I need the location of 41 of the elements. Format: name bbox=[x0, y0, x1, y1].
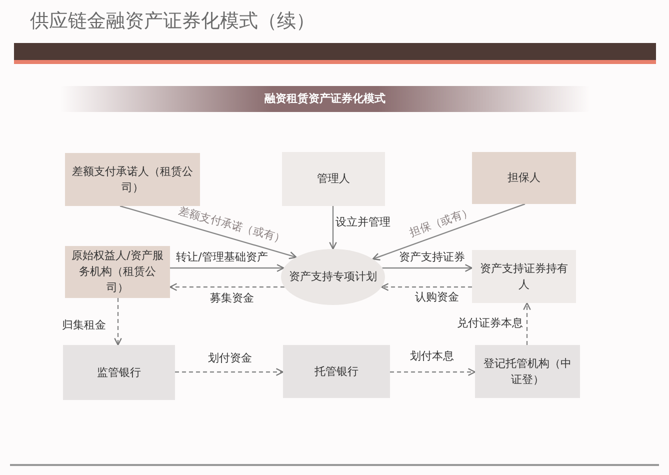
arrow bbox=[175, 368, 284, 376]
process-box bbox=[63, 345, 175, 400]
edge-label: 归集租金 bbox=[62, 318, 106, 332]
edge-label: 募集资金 bbox=[210, 290, 254, 306]
process-box bbox=[475, 345, 580, 398]
edge-label: 差额支付承诺（或有） bbox=[176, 204, 288, 246]
process-box bbox=[472, 152, 576, 204]
arrow bbox=[170, 264, 284, 272]
arrow bbox=[390, 368, 476, 376]
node-text: 原始权益人/资产服务机构（租赁公司） bbox=[70, 248, 164, 296]
node-text: 资产支持证券持有人 bbox=[479, 260, 569, 292]
arrow bbox=[523, 302, 531, 345]
edge-label: 设立并管理 bbox=[336, 214, 390, 230]
page-title: 供应链金融资产证券化模式（续） bbox=[30, 9, 315, 34]
edge-label: 兑付证券本息 bbox=[457, 316, 523, 330]
arrow bbox=[169, 283, 284, 291]
edge-label: 转让/管理基础资产 bbox=[176, 250, 268, 264]
arrow bbox=[114, 298, 122, 346]
node-text: 管理人 bbox=[316, 171, 351, 187]
arrow bbox=[329, 206, 337, 250]
process-box bbox=[283, 345, 390, 398]
arrow bbox=[380, 283, 472, 291]
node-text: 监管银行 bbox=[96, 364, 142, 380]
edge-label: 资产支持证券 bbox=[399, 250, 465, 264]
arrow bbox=[120, 205, 297, 260]
arrow bbox=[372, 203, 526, 260]
edge-label: 划付资金 bbox=[208, 350, 252, 366]
process-box bbox=[65, 246, 170, 298]
process-box bbox=[282, 152, 385, 206]
node-text: 托管银行 bbox=[314, 364, 360, 380]
node-text: 担保人 bbox=[506, 170, 542, 186]
edge-label: 划付本息 bbox=[410, 348, 454, 364]
node-text: 资产支持专项计划 bbox=[288, 269, 378, 285]
arrow bbox=[382, 264, 473, 272]
node-text: 登记托管机构（中证登） bbox=[482, 356, 572, 388]
edge-label: 担保（或有） bbox=[407, 204, 475, 240]
process-box bbox=[472, 250, 576, 303]
edge-label: 认购资金 bbox=[415, 290, 459, 304]
node-text: 差额支付承诺人（租赁公司） bbox=[71, 164, 194, 196]
process-box bbox=[65, 153, 200, 206]
node-text: 融资租赁资产证券化模式 bbox=[264, 91, 386, 107]
